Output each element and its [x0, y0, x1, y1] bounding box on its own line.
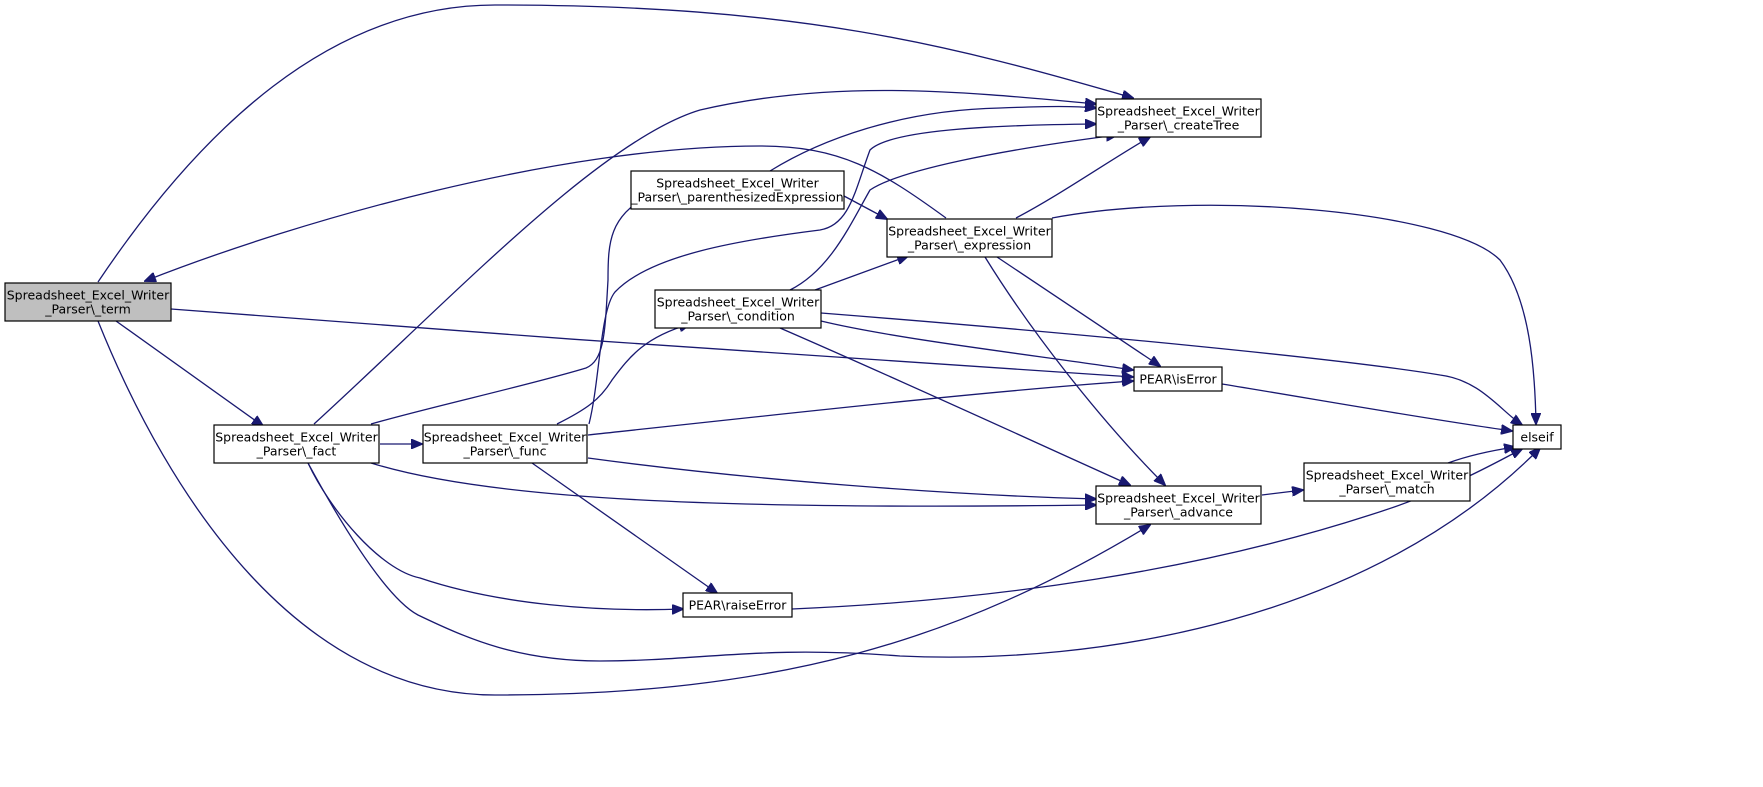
- nodes-layer: Spreadsheet_Excel_Writer_Parser\_termSpr…: [4, 98, 1562, 618]
- node-label-condition-line2: _Parser\_condition: [680, 309, 795, 324]
- edge-condition-to-elseif: [820, 312, 1522, 425]
- edge-expression-to-term: [145, 145, 947, 281]
- node-box-advance: [1095, 485, 1262, 525]
- node-label-match-line1: Spreadsheet_Excel_Writer: [1306, 468, 1469, 483]
- edge-func-to-isError: [587, 381, 1133, 436]
- node-isError[interactable]: PEAR\isError: [1133, 366, 1223, 392]
- edge-advance-to-match: [1261, 490, 1303, 495]
- node-label-paren-line1: Spreadsheet_Excel_Writer: [656, 176, 819, 191]
- node-createTree[interactable]: Spreadsheet_Excel_Writer_Parser\_createT…: [1095, 98, 1262, 138]
- node-func[interactable]: Spreadsheet_Excel_Writer_Parser\_func: [422, 424, 588, 464]
- node-label-paren-line2: _Parser\_parenthesizedExpression: [630, 190, 843, 205]
- node-box-func: [422, 424, 588, 464]
- node-label-createTree-line1: Spreadsheet_Excel_Writer: [1097, 104, 1260, 119]
- edge-match-to-elseif: [1447, 447, 1515, 464]
- node-label-createTree-line2: _Parser\_createTree: [1117, 118, 1240, 133]
- node-label-advance-line1: Spreadsheet_Excel_Writer: [1097, 491, 1260, 506]
- node-label-fact-line1: Spreadsheet_Excel_Writer: [215, 430, 378, 445]
- node-label-expression-line2: _Parser\_expression: [907, 238, 1031, 253]
- edge-raiseError-to-elseif: [791, 449, 1522, 610]
- edge-func-to-raiseError: [531, 462, 717, 593]
- edge-term-to-isError: [170, 308, 1133, 377]
- node-box-expression: [886, 218, 1053, 258]
- edge-isError-to-elseif: [1221, 383, 1512, 431]
- node-box-elseif: [1512, 424, 1562, 450]
- node-advance[interactable]: Spreadsheet_Excel_Writer_Parser\_advance: [1095, 485, 1262, 525]
- node-term[interactable]: Spreadsheet_Excel_Writer_Parser\_term: [4, 282, 172, 322]
- node-raiseError[interactable]: PEAR\raiseError: [682, 592, 793, 618]
- edge-fact-to-elseif: [307, 448, 1540, 662]
- edge-paren-to-createTree: [769, 107, 1096, 172]
- node-label-elseif-line1: elseif: [1520, 430, 1554, 445]
- edge-fact-to-advance: [370, 462, 1096, 506]
- node-match[interactable]: Spreadsheet_Excel_Writer_Parser\_match: [1303, 462, 1471, 502]
- node-box-isError: [1133, 366, 1223, 392]
- node-label-fact-line2: _Parser\_fact: [256, 444, 337, 459]
- node-label-advance-line2: _Parser\_advance: [1123, 505, 1233, 520]
- node-condition[interactable]: Spreadsheet_Excel_Writer_Parser\_conditi…: [654, 289, 822, 329]
- node-box-createTree: [1095, 98, 1262, 138]
- edges-layer: [97, 4, 1540, 696]
- node-box-match: [1303, 462, 1471, 502]
- node-label-term-line1: Spreadsheet_Excel_Writer: [7, 288, 170, 303]
- node-box-fact: [213, 424, 380, 464]
- node-label-match-line2: _Parser\_match: [1338, 482, 1434, 497]
- node-box-paren: [630, 170, 845, 210]
- edge-condition-to-expression: [814, 256, 908, 291]
- edge-fact-to-createTree: [313, 89, 1096, 425]
- edge-func-to-condition: [556, 324, 690, 425]
- edge-term-to-createTree: [97, 4, 1133, 283]
- node-expression[interactable]: Spreadsheet_Excel_Writer_Parser\_express…: [886, 218, 1053, 258]
- node-box-term: [4, 282, 172, 322]
- edge-fact-to-paren: [370, 195, 648, 425]
- node-label-func-line2: _Parser\_func: [463, 444, 547, 459]
- edge-expression-to-advance: [984, 256, 1165, 485]
- node-label-raiseError-line1: PEAR\raiseError: [689, 598, 788, 613]
- edge-condition-to-isError: [820, 320, 1133, 370]
- node-paren[interactable]: Spreadsheet_Excel_Writer_Parser\_parenth…: [630, 170, 845, 210]
- edge-func-to-createTree: [588, 124, 1096, 425]
- node-elseif[interactable]: elseif: [1512, 424, 1562, 450]
- edge-term-to-advance: [97, 320, 1150, 696]
- edge-condition-to-createTree: [789, 135, 1117, 291]
- node-label-isError-line1: PEAR\isError: [1139, 372, 1217, 387]
- node-label-condition-line1: Spreadsheet_Excel_Writer: [657, 295, 820, 310]
- edge-expression-to-createTree: [1015, 137, 1150, 219]
- node-label-expression-line1: Spreadsheet_Excel_Writer: [888, 224, 1051, 239]
- node-label-term-line2: _Parser\_term: [44, 302, 131, 317]
- edge-expression-to-isError: [996, 256, 1160, 366]
- edge-func-to-advance: [587, 457, 1096, 499]
- node-box-condition: [654, 289, 822, 329]
- edge-term-to-fact: [115, 320, 263, 426]
- edge-expression-to-elseif: [1051, 204, 1536, 424]
- edge-paren-to-expression: [843, 195, 887, 219]
- node-label-func-line1: Spreadsheet_Excel_Writer: [424, 430, 587, 445]
- node-box-raiseError: [682, 592, 793, 618]
- edge-fact-to-raiseError: [307, 462, 683, 610]
- edge-condition-to-advance: [779, 327, 1130, 485]
- node-fact[interactable]: Spreadsheet_Excel_Writer_Parser\_fact: [213, 424, 380, 464]
